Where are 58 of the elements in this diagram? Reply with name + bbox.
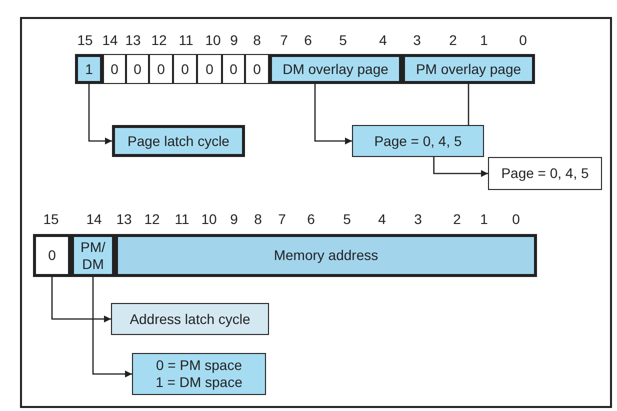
bit-number: 12 (151, 32, 167, 48)
bit-number: 13 (125, 32, 141, 48)
bit-number: 3 (414, 211, 422, 227)
bit-number: 7 (278, 211, 286, 227)
bit-number: 6 (307, 211, 315, 227)
label-box: Page = 0, 4, 5 (488, 157, 602, 190)
leader-line (468, 84, 470, 125)
bit-number: 9 (230, 211, 238, 227)
bit-field: PM/ DM (71, 234, 115, 277)
label-box: Page = 0, 4, 5 (352, 125, 484, 157)
bit-number: 5 (343, 211, 351, 227)
bit-number: 15 (43, 211, 59, 227)
bit-number: 14 (86, 211, 102, 227)
bit-number: 7 (280, 32, 288, 48)
label-box: Page latch cycle (112, 125, 245, 157)
legend-text: 1 = DM space (156, 374, 242, 391)
bit-number: 4 (378, 211, 386, 227)
bit-number: 4 (379, 32, 387, 48)
bit-number: 12 (144, 211, 160, 227)
bit-number: 8 (254, 211, 262, 227)
bit-number: 9 (230, 32, 238, 48)
bit-number: 10 (201, 211, 217, 227)
bit-number: 14 (102, 32, 118, 48)
arrow (92, 277, 132, 378)
legend-box (132, 353, 266, 395)
arrow (314, 84, 352, 144)
legend-text: 0 = PM space (156, 357, 242, 374)
bit-field: 0 (222, 54, 245, 84)
label-box: Address latch cycle (111, 303, 269, 335)
bit-field: 0 (173, 54, 197, 84)
bit-number: 5 (339, 32, 347, 48)
bit-number: 10 (205, 32, 221, 48)
bit-field: 0 (126, 54, 149, 84)
bit-number: 2 (453, 211, 461, 227)
bit-number: 0 (512, 211, 520, 227)
bit-field: 1 (75, 54, 103, 84)
bit-number: 3 (413, 32, 421, 48)
arrow (51, 277, 111, 322)
bit-number: 1 (480, 211, 488, 227)
bit-number: 0 (519, 32, 527, 48)
bit-field: 0 (33, 234, 71, 277)
bit-field: PM overlay page (402, 54, 535, 84)
bit-number: 11 (178, 32, 194, 48)
bit-number: 15 (77, 32, 93, 48)
bit-field: 0 (245, 54, 269, 84)
bit-number: 13 (116, 211, 132, 227)
arrow (88, 84, 112, 144)
bit-number: 8 (253, 32, 261, 48)
bit-number: 2 (449, 32, 457, 48)
bit-field: DM overlay page (269, 54, 402, 84)
bit-field: 0 (103, 54, 126, 84)
arrow (433, 157, 488, 177)
bit-field: 0 (149, 54, 173, 84)
bit-number: 6 (304, 32, 312, 48)
bit-field: 0 (197, 54, 222, 84)
bit-number: 1 (480, 32, 488, 48)
label-box: Memory address (115, 234, 537, 277)
bit-number: 11 (174, 211, 190, 227)
